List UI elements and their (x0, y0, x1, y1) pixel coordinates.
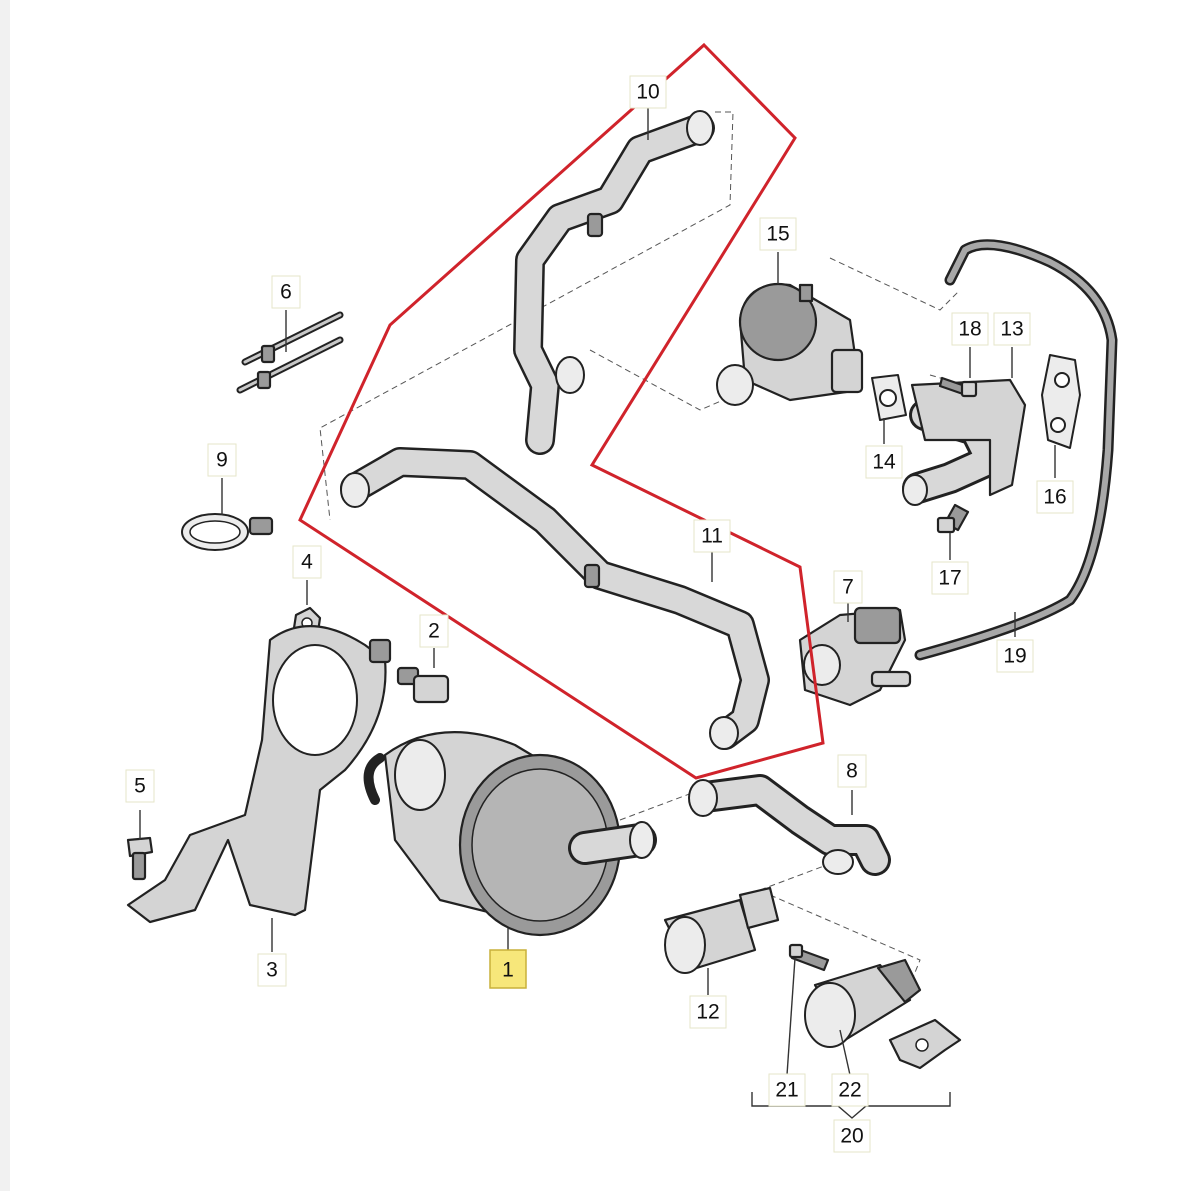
callout-9[interactable]: 9 (207, 443, 237, 477)
svg-text:19: 19 (1003, 645, 1026, 668)
svg-text:20: 20 (840, 1125, 863, 1148)
highlight-outline (298, 42, 825, 780)
svg-text:14: 14 (872, 451, 896, 474)
svg-text:6: 6 (280, 281, 292, 304)
svg-text:4: 4 (301, 551, 313, 574)
callout-4[interactable]: 4 (292, 545, 322, 579)
callout-17[interactable]: 17 (931, 561, 969, 595)
svg-text:1: 1 (502, 959, 514, 982)
callout-19[interactable]: 19 (996, 639, 1034, 673)
callout-leaders (139, 108, 1056, 1076)
part-6-cable-ties (236, 311, 344, 394)
svg-text:16: 16 (1043, 486, 1066, 509)
callout-8[interactable]: 8 (837, 754, 867, 788)
svg-text:11: 11 (701, 525, 723, 548)
group-bracket-20 (751, 1092, 951, 1119)
part-5-bolt (126, 836, 154, 881)
part-21-bolt (788, 943, 830, 972)
svg-text:8: 8 (846, 760, 858, 783)
part-12-filter (663, 886, 780, 974)
svg-text:9: 9 (216, 449, 228, 472)
callout-5[interactable]: 5 (125, 769, 155, 803)
page-edge (0, 0, 10, 1191)
part-17-bolt (936, 503, 970, 534)
svg-text:2: 2 (428, 620, 440, 643)
svg-text:22: 22 (838, 1079, 861, 1102)
part-18-bolt (938, 376, 978, 398)
callout-16[interactable]: 16 (1036, 480, 1074, 514)
svg-text:5: 5 (134, 775, 146, 798)
callout-2[interactable]: 2 (419, 614, 449, 648)
callout-22[interactable]: 22 (831, 1073, 869, 1107)
part-16-gasket (1041, 354, 1081, 449)
callout-15[interactable]: 15 (759, 217, 797, 251)
part-1-secondary-air-pump (363, 731, 657, 937)
svg-text:3: 3 (266, 959, 278, 982)
svg-text:18: 18 (958, 318, 981, 341)
callout-13[interactable]: 13 (993, 312, 1031, 346)
callout-10[interactable]: 10 (629, 75, 667, 109)
part-14-gasket (871, 374, 907, 421)
callout-14[interactable]: 14 (865, 445, 903, 479)
callout-11[interactable]: 11 (693, 519, 731, 553)
callout-3[interactable]: 3 (257, 953, 287, 987)
part-3-bracket (126, 625, 392, 924)
part-2-sensor (396, 666, 450, 704)
part-20-bracket (888, 1018, 962, 1070)
svg-text:15: 15 (766, 223, 789, 246)
callout-6[interactable]: 6 (271, 275, 301, 309)
svg-text:7: 7 (842, 576, 854, 599)
callout-12[interactable]: 12 (689, 995, 727, 1029)
svg-text:12: 12 (696, 1001, 719, 1024)
part-19-vacuum-line (914, 239, 1118, 661)
callout-20[interactable]: 20 (833, 1119, 871, 1153)
callout-21[interactable]: 21 (768, 1073, 806, 1107)
part-8-outlet-hose (688, 774, 891, 876)
part-15-combination-valve (716, 282, 864, 406)
svg-text:21: 21 (775, 1079, 798, 1102)
part-9-hose-clamp (181, 513, 274, 551)
callout-7[interactable]: 7 (833, 570, 863, 604)
part-22-check-valve (804, 958, 922, 1048)
callout-18[interactable]: 18 (951, 312, 989, 346)
part-11-middle-hose (340, 447, 770, 750)
part-10-upper-hose (513, 110, 715, 455)
svg-text:10: 10 (636, 81, 659, 104)
svg-text:17: 17 (938, 567, 961, 590)
part-13-pipe-flange (902, 378, 1027, 506)
svg-text:13: 13 (1000, 318, 1023, 341)
callout-1[interactable]: 1 (489, 949, 527, 989)
